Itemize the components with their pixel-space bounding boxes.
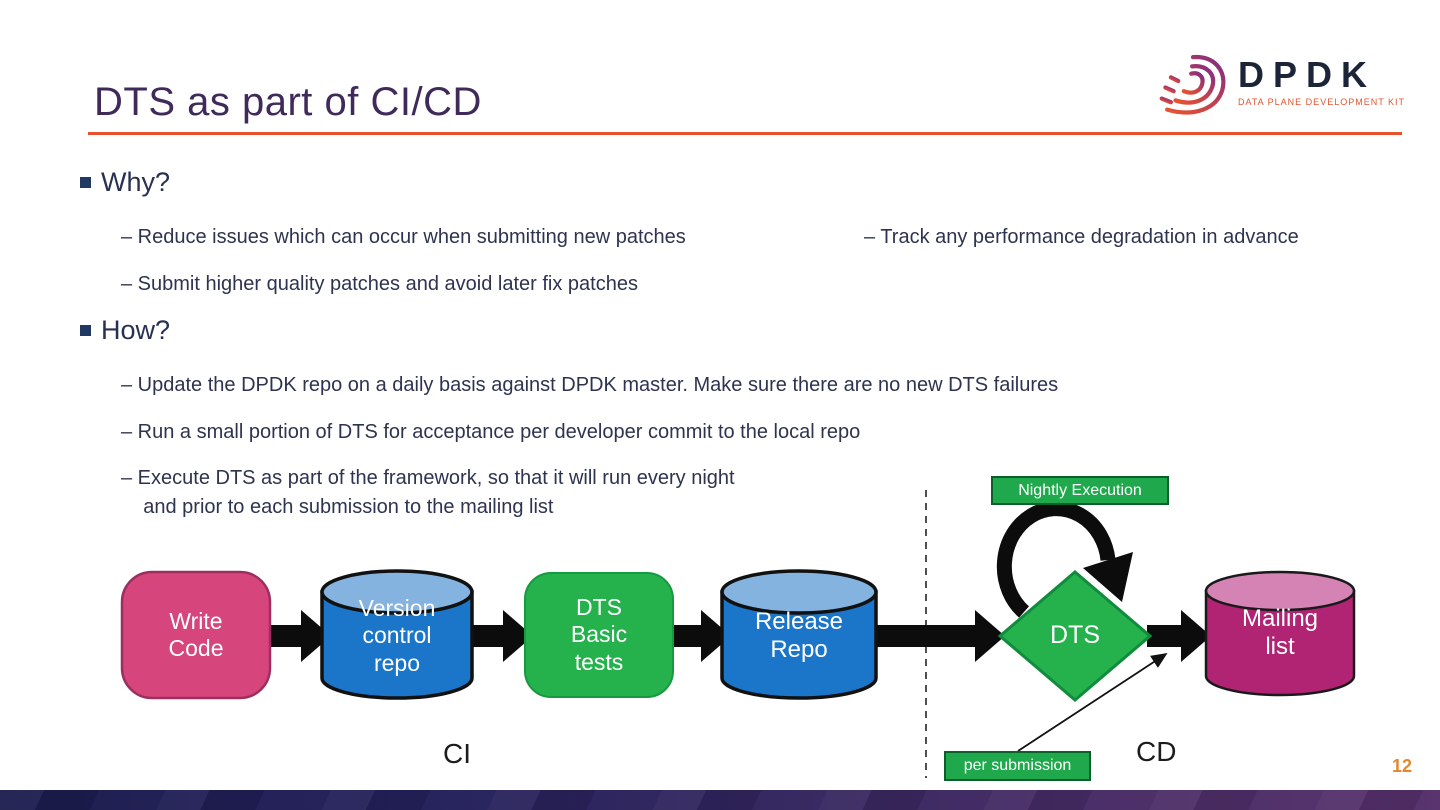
nightly-loop-arrowhead-icon [1083, 552, 1133, 602]
release-repo-cylinder [720, 569, 878, 700]
dpdk-logo-tagline: DATA PLANE DEVELOPMENT KIT [1238, 97, 1406, 107]
flow-arrow-3 [669, 610, 731, 662]
dts-diamond [997, 570, 1153, 702]
dts-basic-tests-label: DTS Basic tests [570, 594, 628, 675]
dpdk-logo-word: DPDK [1238, 54, 1377, 95]
title-underline [88, 132, 1402, 135]
nightly-execution-tag: Nightly Execution [991, 476, 1169, 505]
nightly-loop-arrow [996, 501, 1116, 618]
why-item-2: – Submit higher quality patches and avoi… [121, 273, 638, 295]
why-heading: Why? [80, 167, 170, 198]
mailing-list-label: Mailing list [1241, 604, 1319, 660]
version-control-label: Version control repo [358, 595, 436, 676]
dts-diamond-label: DTS [1050, 621, 1100, 650]
flow-arrow-2 [467, 610, 533, 662]
dpdk-logo-text: DPDK DATA PLANE DEVELOPMENT KIT [1238, 54, 1406, 108]
bullet-square-icon [80, 177, 91, 188]
flow-arrow-5 [1147, 610, 1211, 662]
why-item-right: – Track any performance degradation in a… [864, 226, 1299, 248]
how-item-3: – Execute DTS as part of the framework, … [121, 467, 735, 518]
how-item-1: – Update the DPDK repo on a daily basis … [121, 374, 1059, 396]
how-item-2: – Run a small portion of DTS for accepta… [121, 421, 861, 443]
flow-arrow-4 [871, 610, 1005, 662]
why-item-1: – Reduce issues which can occur when sub… [121, 226, 686, 248]
release-repo-label: Release Repo [754, 607, 844, 663]
why-heading-label: Why? [101, 167, 171, 197]
version-control-cylinder [320, 569, 474, 700]
dpdk-logo: DPDK DATA PLANE DEVELOPMENT KIT [1156, 46, 1408, 118]
cd-stage-label: CD [1136, 736, 1177, 767]
page-title: DTS as part of CI/CD [94, 80, 482, 124]
per-submission-tag: per submission [944, 751, 1091, 781]
mailing-list-cylinder [1204, 570, 1356, 697]
write-code-label: Write Code [168, 607, 224, 661]
per-submission-arrow [1017, 653, 1168, 752]
page-number: 12 [1392, 756, 1413, 776]
footer-bar [0, 790, 1440, 810]
dpdk-logo-mark-icon [1159, 55, 1226, 115]
flow-arrow-1 [263, 610, 331, 662]
how-heading-label: How? [101, 315, 171, 345]
bullet-square-icon [80, 325, 91, 336]
dts-basic-tests-box [524, 572, 674, 698]
how-heading: How? [80, 315, 170, 346]
ci-stage-label: CI [443, 738, 471, 769]
write-code-box [120, 570, 272, 700]
